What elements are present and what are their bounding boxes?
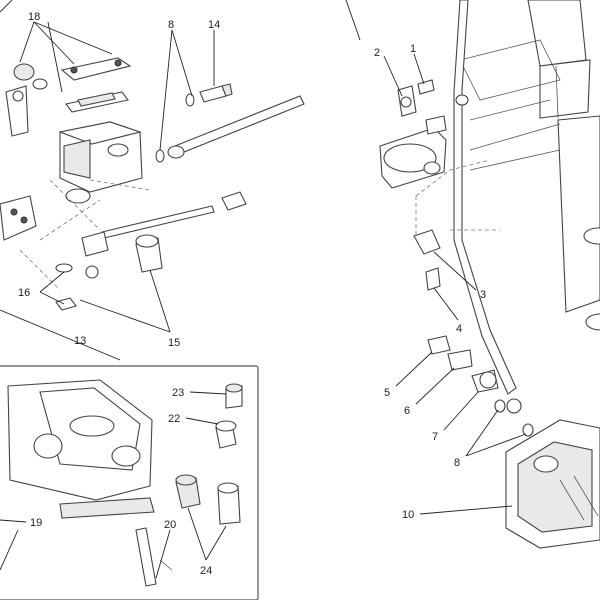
callout-24: 24	[200, 565, 212, 577]
callout-22: 22	[168, 413, 180, 425]
callout-20: 20	[164, 519, 176, 531]
callout-14: 14	[208, 19, 220, 31]
callout-1: 1	[410, 43, 416, 55]
callout-23: 23	[172, 387, 184, 399]
callout-15: 15	[168, 337, 180, 349]
callout-16: 16	[18, 287, 30, 299]
callout-3: 3	[480, 289, 486, 301]
callout-2: 2	[374, 47, 380, 59]
callout-19: 19	[30, 517, 42, 529]
callout-7: 7	[432, 431, 438, 443]
master-cylinder-assembly: 18 8 14 16 13 15	[0, 0, 305, 361]
callout-8-right: 8	[454, 457, 460, 469]
callout-13: 13	[74, 335, 86, 347]
callout-10: 10	[402, 509, 414, 521]
callout-6: 6	[404, 405, 410, 417]
caliper-inset: 23 22 19 20 24	[0, 365, 259, 600]
fork-hose-caliper-assembly: 1 2 3 4 5 6 7 8 10	[345, 0, 600, 549]
callout-4: 4	[456, 323, 462, 335]
callout-8-left: 8	[168, 19, 174, 31]
callout-18: 18	[28, 11, 40, 23]
callout-5: 5	[384, 387, 390, 399]
